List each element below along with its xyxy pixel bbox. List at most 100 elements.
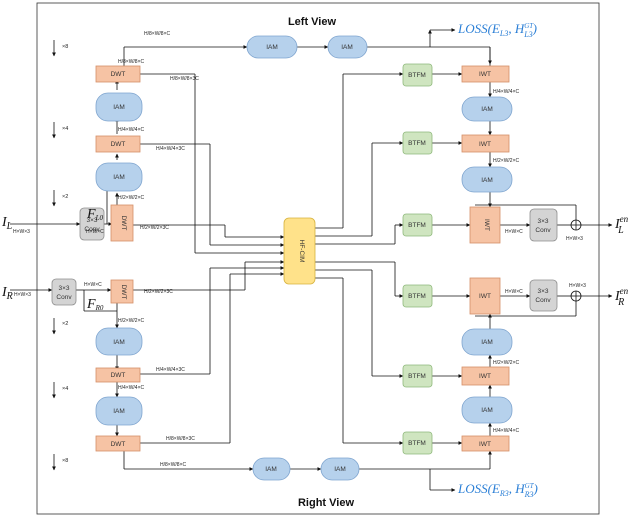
svg-text:Conv: Conv: [56, 294, 72, 301]
svg-text:3×3: 3×3: [537, 288, 548, 295]
scale-x8-top: ×8: [62, 44, 68, 50]
svg-text:IAM: IAM: [481, 407, 493, 414]
dim-output-left: H×W×3: [566, 236, 583, 242]
hf-cim-block: HF-CIM: [283, 217, 316, 285]
svg-text:IAM: IAM: [481, 177, 493, 184]
dim-iwt-left-3: H×W×C: [505, 229, 523, 235]
iam-block-bottom-2: IAM: [320, 457, 360, 481]
dwt-block-left-3: DWT: [95, 65, 141, 83]
iwt-block-left-1: IWT: [461, 65, 510, 83]
dim-iwt-left-1: H/4×W/4×C: [493, 89, 520, 95]
svg-text:3×3: 3×3: [58, 285, 69, 292]
svg-text:DWT: DWT: [111, 372, 126, 379]
svg-text:IAM: IAM: [266, 44, 278, 51]
dim-dwt2-left-in: H/4×W/4×C: [118, 127, 145, 133]
feature-fr0: FR0: [86, 297, 104, 312]
btfm-block-left-3: BTFM: [402, 213, 433, 237]
btfm-block-right-2: BTFM: [402, 364, 433, 388]
conv-block-right-output: 3×3 Conv: [529, 279, 558, 312]
dim-output-right: H×W×3: [569, 283, 586, 289]
svg-text:IWT: IWT: [479, 441, 491, 448]
iam-block-left-2: IAM: [95, 92, 143, 122]
svg-text:IAM: IAM: [334, 466, 346, 473]
btfm-block-left-2: BTFM: [402, 131, 433, 155]
dim-conv-left: H×W×C: [86, 229, 104, 235]
svg-text:BTFM: BTFM: [408, 222, 426, 229]
scale-x4-top: ×4: [62, 126, 68, 132]
svg-text:IAM: IAM: [113, 104, 125, 111]
input-right-label: IR: [1, 285, 13, 302]
left-view-title: Left View: [288, 16, 337, 28]
right-view-title: Right View: [298, 497, 354, 509]
svg-text:IWT: IWT: [479, 141, 491, 148]
svg-text:DWT: DWT: [120, 216, 127, 231]
iam-block-right-upper-2: IAM: [461, 166, 513, 193]
scale-x4-bottom: ×4: [62, 386, 68, 392]
btfm-block-right-3: BTFM: [402, 431, 433, 455]
svg-text:BTFM: BTFM: [408, 140, 426, 147]
svg-text:IWT: IWT: [479, 373, 491, 380]
dim-dwt3-left-in: H/8×W/8×C: [118, 59, 145, 65]
dim-bottom-iam: H/8×W/8×C: [160, 462, 187, 468]
svg-text:HF-CIM: HF-CIM: [298, 240, 305, 263]
iwt-block-left-3: IWT: [469, 206, 501, 244]
iwt-block-left-2: IWT: [461, 134, 510, 153]
svg-text:IAM: IAM: [265, 466, 277, 473]
btfm-block-right-1: BTFM: [402, 284, 433, 308]
btfm-block-left-1: BTFM: [402, 63, 433, 87]
svg-text:IAM: IAM: [481, 106, 493, 113]
dim-dwt3-right-out: H/8×W/8×3C: [166, 436, 195, 442]
dim-dwt1-right-in: H/2×W/2×C: [118, 318, 145, 324]
iam-block-right-lower-1: IAM: [461, 328, 513, 356]
svg-text:Conv: Conv: [535, 227, 551, 234]
svg-text:3×3: 3×3: [537, 218, 548, 225]
dim-input-right: H×W×3: [14, 292, 31, 298]
svg-text:IAM: IAM: [481, 339, 493, 346]
iam-block-right-upper-1: IAM: [461, 96, 513, 122]
svg-text:DWT: DWT: [120, 285, 127, 300]
scale-x2-top: ×2: [62, 194, 68, 200]
dwt-block-right-3: DWT: [95, 435, 141, 452]
svg-text:Conv: Conv: [535, 297, 551, 304]
dwt-block-right-1: DWT: [110, 279, 134, 304]
svg-text:DWT: DWT: [111, 441, 126, 448]
dim-dwt2-right-in: H/4×W/4×C: [118, 385, 145, 391]
dim-iwt-right-3: H/4×W/4×C: [493, 428, 520, 434]
conv-block-left-input: 3×3 Conv: [79, 207, 105, 241]
add-node-right: [570, 290, 582, 302]
iam-block-bottom-1: IAM: [252, 457, 291, 481]
input-left-label: IL: [1, 215, 13, 232]
iwt-block-right-1: IWT: [469, 277, 501, 315]
scale-x2-bottom: ×2: [62, 321, 68, 327]
iam-block-top-2: IAM: [327, 35, 368, 59]
svg-text:DWT: DWT: [111, 71, 126, 78]
dim-conv-right: H×W×C: [84, 282, 102, 288]
dim-top-iam: H/8×W/8×C: [144, 31, 171, 37]
scale-x8-bottom: ×8: [62, 458, 68, 464]
svg-text:Conv: Conv: [84, 226, 100, 233]
dim-input-left: H×W×3: [13, 229, 30, 235]
dim-dwt1-left-in: H/2×W/2×C: [118, 195, 145, 201]
dwt-block-right-2: DWT: [95, 367, 141, 383]
outer-frame: [36, 2, 600, 515]
svg-text:IAM: IAM: [341, 44, 353, 51]
dim-iwt-right-1: H×W×C: [505, 289, 523, 295]
dim-iwt-right-2: H/2×W/2×C: [493, 360, 520, 366]
svg-text:BTFM: BTFM: [408, 440, 426, 447]
svg-text:IAM: IAM: [113, 174, 125, 181]
svg-text:IAM: IAM: [113, 408, 125, 415]
iam-block-right-lower-2: IAM: [461, 396, 513, 424]
dim-dwt2-right-out: H/4×W/4×3C: [156, 367, 185, 373]
iam-block-right-2: IAM: [95, 396, 143, 426]
dim-dwt3-left-out: H/8×W/8×3C: [170, 76, 199, 82]
svg-text:BTFM: BTFM: [408, 373, 426, 380]
dwt-block-left-2: DWT: [95, 135, 141, 153]
svg-text:IWT: IWT: [483, 219, 490, 231]
dim-dwt1-left-out: H/2×W/2×3C: [140, 225, 169, 231]
svg-text:DWT: DWT: [111, 141, 126, 148]
dim-iwt-left-2: H/2×W/2×C: [493, 158, 520, 164]
iwt-block-right-3: IWT: [461, 435, 510, 452]
